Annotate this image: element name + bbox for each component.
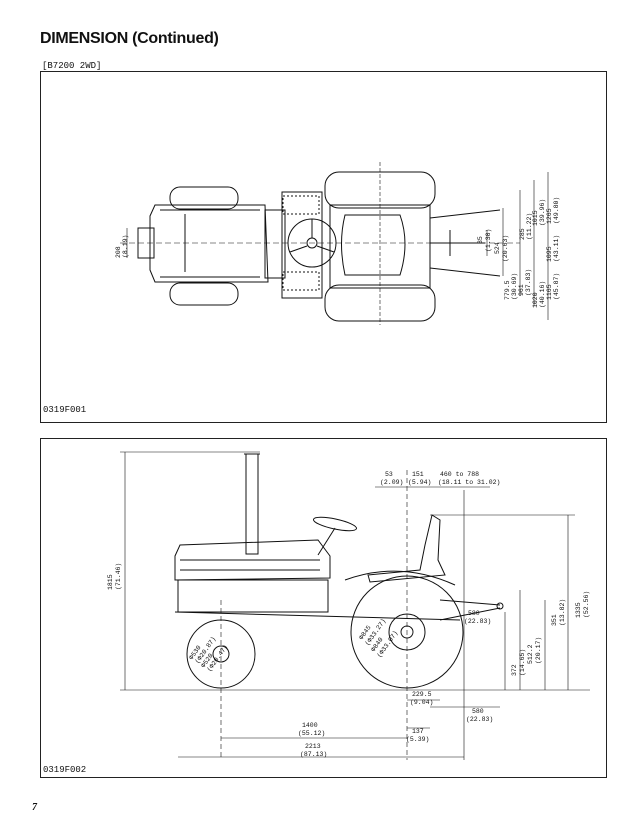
dim-580-lower: 580 xyxy=(472,708,484,715)
dim-1400-in: (55.12) xyxy=(298,730,325,737)
dim-580-upper: 580 xyxy=(468,610,480,617)
top-view-frame xyxy=(40,71,607,423)
dim-460-788: 460 to 788 xyxy=(440,471,479,478)
side-view-dimension-text: 1815 (71.46) 53 (2.09) 151 (5.94) 460 to… xyxy=(107,471,590,758)
dim-1095-in: (43.11) xyxy=(553,235,560,262)
dim-285: 285 xyxy=(519,228,526,240)
dim-779: 779.5 xyxy=(504,280,511,300)
model-label: [B7200 2WD] xyxy=(42,61,102,71)
tractor-top-view xyxy=(120,171,520,322)
dim-512-in: (20.17) xyxy=(535,637,542,664)
dim-372: 372 xyxy=(511,664,518,676)
dim-137-in: (5.39) xyxy=(406,736,429,743)
dim-1020: 1020 xyxy=(532,292,539,308)
dim-524-in: (20.63) xyxy=(502,235,509,262)
dim-208: 208 xyxy=(115,246,122,258)
dim-1815-in: (71.46) xyxy=(115,563,122,590)
dim-961: 961 xyxy=(518,284,525,296)
dim-229: 229.5 xyxy=(412,691,432,698)
dim-151-in: (5.94) xyxy=(408,479,431,486)
dim-35: 35 xyxy=(477,236,484,244)
top-view-dimension-text: 208 (8.19) 35 (1.38) 524 (20.63) 779.5 (… xyxy=(115,197,560,308)
dim-351-in: (13.82) xyxy=(559,599,566,626)
dim-285-in: (11.22) xyxy=(526,213,533,240)
page-number: 7 xyxy=(32,802,37,813)
dim-372-in: (14.65) xyxy=(519,649,526,676)
dim-460-788-in: (18.11 to 31.02) xyxy=(438,479,500,486)
dim-137: 137 xyxy=(412,728,424,735)
dim-35-in: (1.38) xyxy=(485,229,492,252)
figure-id-top: 0319F001 xyxy=(43,405,87,415)
dim-151: 151 xyxy=(412,471,424,478)
dim-1015-in: (39.96) xyxy=(539,199,546,226)
dim-1335: 1335 xyxy=(575,602,582,618)
dim-1020-in: (40.16) xyxy=(539,281,546,308)
dim-580-lower-in: (22.83) xyxy=(466,716,493,723)
dim-2213: 2213 xyxy=(305,743,321,750)
side-view-dimension-lines xyxy=(120,451,575,760)
dim-512: 512.2 xyxy=(527,644,534,664)
side-view-frame xyxy=(40,438,607,778)
dim-53: 53 xyxy=(385,471,393,478)
figure-id-side: 0319F002 xyxy=(43,765,87,775)
dim-779-in: (30.69) xyxy=(511,273,518,300)
dim-1095: 1095 xyxy=(546,246,553,262)
top-view-dimension-lines xyxy=(126,162,549,325)
dim-1815: 1815 xyxy=(107,574,114,590)
dim-1265-in: (49.80) xyxy=(553,197,560,224)
dim-524: 524 xyxy=(494,242,501,254)
dim-351: 351 xyxy=(551,614,558,626)
dim-1335-in: (52.56) xyxy=(583,591,590,618)
dim-1265: 1265 xyxy=(546,208,553,224)
dim-1400: 1400 xyxy=(302,722,318,729)
tractor-side-view xyxy=(120,453,590,691)
dim-1015: 1015 xyxy=(532,210,539,226)
dim-1165: 1165 xyxy=(546,284,553,300)
page-title: DIMENSION (Continued) xyxy=(40,30,219,47)
dim-2213-in: (87.13) xyxy=(300,751,327,758)
dim-53-in: (2.09) xyxy=(380,479,403,486)
dim-961-in: (37.83) xyxy=(525,269,532,296)
dim-208-in: (8.19) xyxy=(122,235,129,258)
dim-580-upper-in: (22.83) xyxy=(464,618,491,625)
dim-229-in: (9.04) xyxy=(410,699,433,706)
dim-1165-in: (45.87) xyxy=(553,273,560,300)
